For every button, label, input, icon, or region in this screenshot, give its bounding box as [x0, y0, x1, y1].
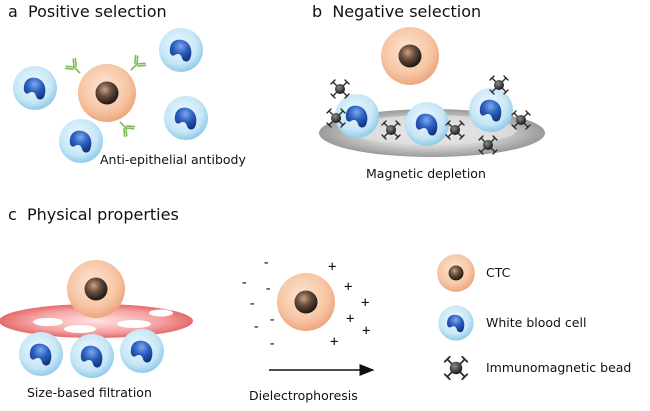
- legend-label-immunomagnetic-bead: Immunomagnetic bead: [486, 360, 632, 375]
- panel-a-title-text: Positive selection: [27, 2, 167, 21]
- white-blood-cell: [59, 119, 103, 163]
- white-blood-cell: [13, 66, 57, 110]
- ctc-cell: [277, 273, 335, 331]
- charge-minus: -: [248, 296, 257, 312]
- filter-pore: [64, 325, 96, 333]
- filter-pore: [117, 320, 151, 328]
- filter-pore: [149, 309, 173, 317]
- charge-minus: -: [252, 319, 261, 335]
- white-blood-cell: [159, 28, 203, 72]
- charge-plus: +: [346, 311, 355, 327]
- charge-plus: +: [361, 295, 370, 311]
- white-blood-cell: [469, 88, 513, 132]
- charge-plus: +: [362, 323, 371, 339]
- charge-minus: -: [240, 275, 249, 291]
- white-blood-cell: [19, 332, 63, 376]
- legend-label-ctc: CTC: [486, 265, 511, 280]
- ctc-cell: [78, 64, 136, 122]
- antibody-icon: [125, 54, 147, 76]
- ctc-cell: [67, 260, 125, 318]
- white-blood-cell: [335, 94, 379, 138]
- antibody-icon: [114, 116, 136, 138]
- immunomagnetic-bead: [330, 79, 350, 99]
- legend-label-white-blood-cell: White blood cell: [486, 315, 587, 330]
- panel-a-positive-selection: [13, 28, 208, 163]
- panel-b-title-text: Negative selection: [332, 2, 482, 21]
- charge-minus: -: [264, 281, 273, 297]
- charge-minus: -: [262, 255, 271, 271]
- panel-c-letter: c: [8, 205, 17, 224]
- filter-pore: [33, 318, 63, 326]
- charge-minus: -: [268, 312, 277, 328]
- panel-b-negative-selection: [319, 27, 545, 157]
- panel-a-letter: a: [8, 2, 18, 21]
- legend-white-blood-cell-icon: [438, 305, 474, 341]
- charge-plus: +: [328, 259, 337, 275]
- panel-a-title: a Positive selection: [8, 4, 167, 20]
- white-blood-cell: [70, 334, 114, 378]
- caption-filtration: Size-based filtration: [27, 385, 152, 400]
- caption-magnetic: Magnetic depletion: [366, 166, 486, 181]
- charge-minus: -: [268, 336, 277, 352]
- panel-b-letter: b: [312, 2, 323, 21]
- white-blood-cell: [164, 96, 208, 140]
- antibody-icon: [64, 57, 86, 79]
- charge-plus: +: [344, 279, 353, 295]
- caption-dielectro: Dielectrophoresis: [249, 388, 358, 403]
- white-blood-cell: [120, 329, 164, 373]
- ctc-cell: [381, 27, 439, 85]
- caption-antibody: Anti-epithelial antibody: [100, 152, 246, 167]
- panel-c-filtration: [0, 260, 193, 378]
- charge-plus: +: [330, 334, 339, 350]
- legend-ctc-icon: [437, 254, 475, 292]
- legend-icons: [437, 254, 475, 381]
- panel-c-title: c Physical properties: [8, 207, 179, 223]
- panel-b-title: b Negative selection: [312, 4, 481, 20]
- legend-immunomagnetic-bead-icon: [443, 355, 469, 381]
- white-blood-cell: [405, 102, 449, 146]
- panel-c-dielectrophoresis: [269, 273, 375, 376]
- panel-c-title-text: Physical properties: [26, 205, 179, 224]
